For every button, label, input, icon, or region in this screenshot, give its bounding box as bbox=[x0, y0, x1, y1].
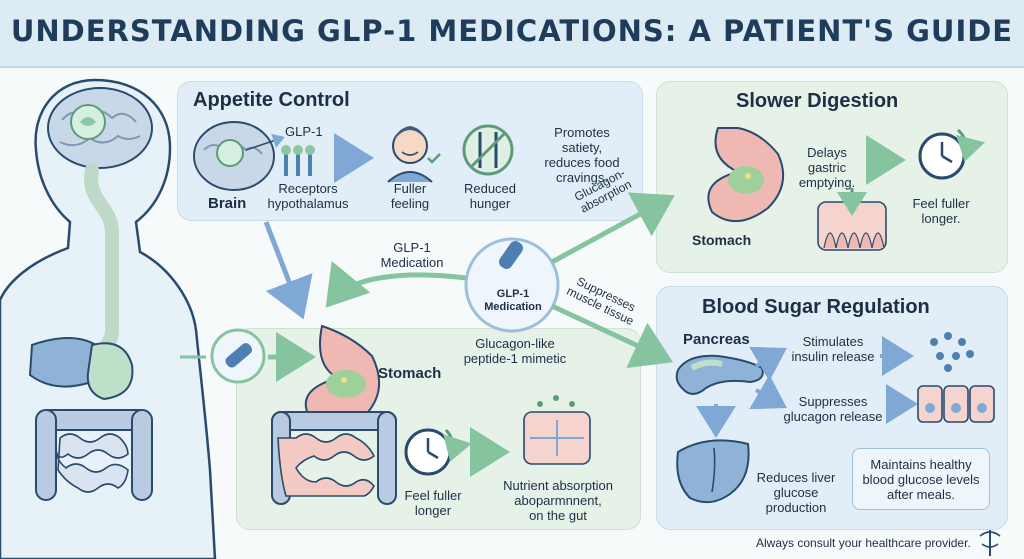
arrow-med-to-digestion bbox=[550, 192, 675, 265]
blood-sugar-heading: Blood Sugar Regulation bbox=[702, 296, 930, 318]
appetite-heading: Appetite Control bbox=[193, 89, 350, 111]
digestion-stomach-label: Stomach bbox=[692, 232, 752, 248]
insulin-molecules-icon bbox=[930, 332, 974, 372]
clock-icon-gut bbox=[404, 428, 472, 476]
page-title: UNDERSTANDING GLP-1 MEDICATIONS: A PATIE… bbox=[10, 14, 1014, 48]
intestine-villi-icon bbox=[817, 188, 887, 251]
intestines-icon bbox=[271, 411, 397, 505]
arrow-med-to-blood bbox=[550, 303, 674, 369]
footer-disclaimer: Always consult your healthcare provider. bbox=[756, 536, 971, 550]
mimetic-label: Glucagon-like peptide-1 mimetic bbox=[463, 336, 567, 366]
arrow-to-insulin bbox=[749, 346, 787, 382]
caduceus-icon bbox=[979, 530, 1001, 556]
pancreas-icon bbox=[675, 354, 764, 395]
delays-emptying-label: Delays gastric emptying. bbox=[798, 145, 856, 190]
gut-absorption-icon bbox=[523, 395, 591, 465]
liver-icon bbox=[676, 439, 750, 504]
no-fork-knife-icon bbox=[462, 124, 514, 176]
stomach-digestion-icon bbox=[707, 127, 785, 223]
brain-appetite-icon bbox=[193, 121, 275, 191]
promotes-satiety-label: Promotes satiety, reduces food cravings. bbox=[544, 125, 620, 185]
arrow-med-to-stomach bbox=[325, 260, 467, 308]
receptors-icon bbox=[245, 133, 315, 176]
maintains-glucose-callout: Maintains healthy blood glucose levels a… bbox=[852, 448, 990, 510]
arrow-to-glucagon bbox=[749, 374, 787, 410]
title-banner: UNDERSTANDING GLP-1 MEDICATIONS: A PATIE… bbox=[0, 0, 1024, 68]
body-cells-icon bbox=[917, 385, 995, 423]
gut-stomach-label: Stomach bbox=[378, 365, 442, 382]
stimulates-insulin-label: Stimulates insulin release bbox=[791, 334, 875, 364]
stomach-gut-icon bbox=[304, 324, 380, 425]
fuller-feeling-label: Fuller feeling bbox=[390, 181, 430, 211]
pancreas-label: Pancreas bbox=[683, 331, 750, 348]
reduced-hunger-label: Reduced hunger bbox=[463, 181, 517, 211]
suppresses-glucagon-label: Suppresses glucagon release bbox=[783, 394, 883, 424]
organs-icon bbox=[28, 337, 153, 501]
medication-vial-small-icon bbox=[210, 328, 266, 384]
digestion-heading: Slower Digestion bbox=[736, 90, 899, 112]
feel-fuller-longer-label: Feel fuller longer. bbox=[912, 196, 970, 226]
brain-label: Brain bbox=[208, 195, 247, 212]
liver-glucose-label: Reduces liver glucose production bbox=[756, 470, 836, 515]
clock-icon-digestion bbox=[918, 128, 986, 180]
receptors-label: Receptors hypothalamus bbox=[267, 181, 349, 211]
arrow-appetite-to-stomach bbox=[263, 221, 313, 320]
brain-icon bbox=[47, 87, 153, 169]
medication-circle bbox=[464, 237, 560, 333]
circle-medication-label: GLP-1 Medication bbox=[484, 288, 542, 313]
glp1-receptor-label: GLP-1 bbox=[285, 124, 323, 139]
nutrient-absorption-label: Nutrient absorption aboparmnnent, on the… bbox=[503, 478, 613, 523]
glp1-medication-label: GLP-1 Medication bbox=[380, 240, 444, 270]
smiling-person-icon bbox=[387, 126, 441, 183]
gut-feel-fuller-label: Feel fuller longer bbox=[404, 488, 462, 518]
